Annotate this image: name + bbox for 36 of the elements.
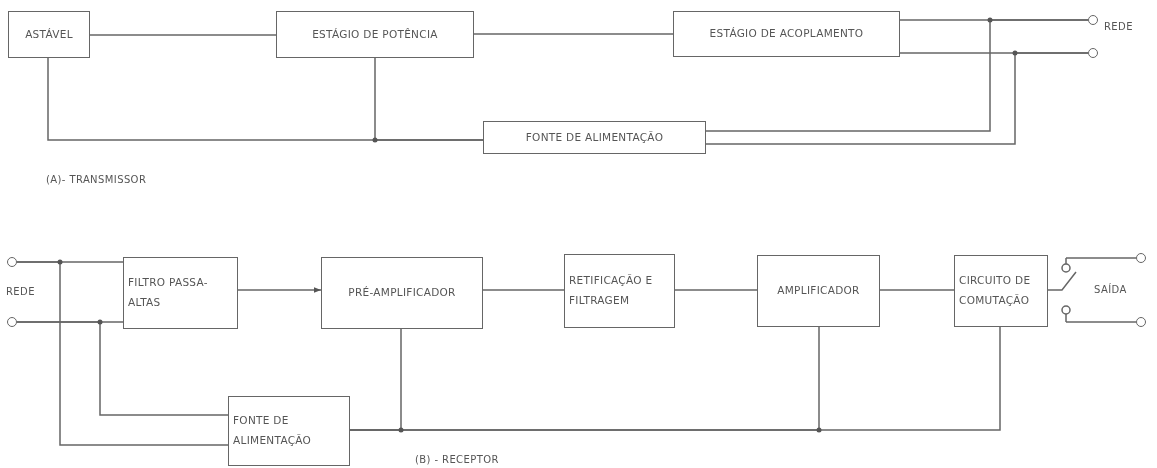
block-box: PRÉ-AMPLIFICADOR (321, 257, 483, 329)
wire (879, 289, 955, 291)
arrow (237, 287, 322, 293)
wire (349, 326, 1001, 431)
block-box: ASTÁVEL (8, 11, 90, 58)
block-box: AMPLIFICADOR (757, 255, 880, 327)
block-box: FILTRO PASSA-ALTAS (123, 257, 238, 329)
wire (1047, 289, 1057, 291)
terminal-label: REDE (6, 286, 35, 297)
block-box: ESTÁGIO DE POTÊNCIA (276, 11, 474, 58)
wire (705, 52, 1089, 145)
block-box: RETIFICAÇÃO E FILTRAGEM (564, 254, 675, 328)
wire (16, 261, 229, 446)
block-box: ESTÁGIO DE ACOPLAMENTO (673, 11, 900, 57)
terminal-circle (1136, 253, 1146, 263)
wire (89, 34, 277, 36)
wire (705, 19, 1089, 132)
block-box: FONTE DE ALIMENTAÇÃO (228, 396, 350, 466)
wire (16, 321, 229, 416)
terminal-circle (1088, 15, 1098, 25)
wire (482, 289, 565, 291)
terminal-label: REDE (1104, 21, 1133, 32)
block-box: CIRCUITO DE COMUTAÇÃO (954, 255, 1048, 327)
wire (374, 57, 484, 141)
caption: (B) - RECEPTOR (415, 454, 499, 465)
terminal-label: SAÍDA (1094, 284, 1127, 295)
terminal-circle (7, 257, 17, 267)
wire (473, 33, 674, 35)
wire (1065, 321, 1137, 323)
terminal-circle (1136, 317, 1146, 327)
wire (1065, 257, 1137, 259)
terminal-circle (7, 317, 17, 327)
block-box: FONTE DE ALIMENTAÇÃO (483, 121, 706, 154)
caption: (A)- TRANSMISSOR (46, 174, 147, 185)
terminal-circle (1088, 48, 1098, 58)
wire (674, 289, 758, 291)
